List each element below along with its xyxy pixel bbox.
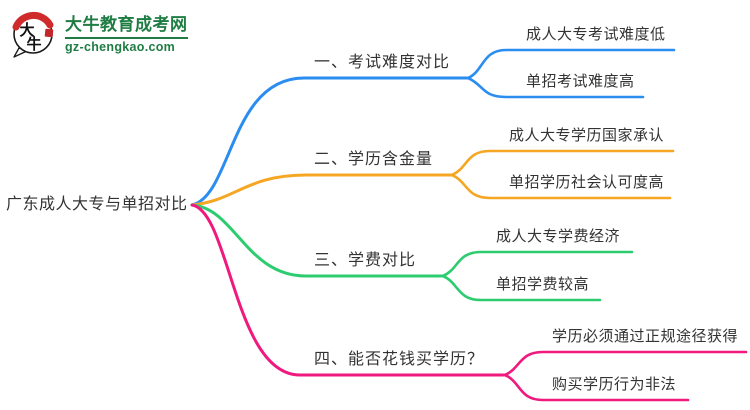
branch-node-buy-degree[interactable]: 四、能否花钱买学历？: [314, 351, 485, 368]
child-line-formal-channel: [503, 350, 748, 377]
branch-node-tuition[interactable]: 三、学费对比: [314, 252, 417, 269]
child-line-adult-exam-easy: [466, 48, 676, 80]
red-seal-icon: [44, 28, 54, 38]
logo-text-block: 大牛教育成考网 gz-chengkao.com: [65, 10, 188, 54]
branch-node-degree-value[interactable]: 二、学历含金量: [314, 151, 434, 168]
child-node-state-recognized[interactable]: 成人大专学历国家承认: [509, 127, 665, 144]
logo-char-niu: 牛: [26, 35, 41, 53]
daniu-logo-icon: 大 牛: [12, 11, 54, 58]
child-node-danzhao-exam-hard[interactable]: 单招考试难度高: [526, 73, 635, 90]
child-line-danzhao-exam-hard: [466, 76, 645, 99]
red-cap-arc: [12, 11, 54, 31]
child-line-state-recognized: [450, 149, 675, 177]
child-line-social-recognition: [450, 173, 672, 200]
branch-node-exam-difficulty[interactable]: 一、考试难度对比: [314, 54, 451, 71]
logo-char-da: 大: [19, 21, 34, 39]
child-line-buying-illegal: [503, 373, 690, 402]
branch-line-degree-value: [190, 173, 454, 207]
root-node[interactable]: 广东成人大专与单招对比: [6, 196, 188, 213]
branch-line-tuition: [190, 203, 445, 278]
child-node-danzhao-tuition-high[interactable]: 单招学费较高: [496, 276, 590, 293]
child-node-formal-channel[interactable]: 学历必须通过正规途径获得: [552, 328, 739, 345]
child-node-adult-tuition-economic[interactable]: 成人大专学费经济: [496, 228, 621, 245]
branch-line-exam-difficulty: [190, 76, 470, 207]
site-domain: gz-chengkao.com: [65, 40, 176, 54]
child-node-social-recognition[interactable]: 单招学历社会认可度高: [509, 174, 665, 191]
child-line-danzhao-tuition-high: [441, 274, 602, 302]
child-node-buying-illegal[interactable]: 购买学历行为非法: [552, 376, 677, 393]
branch-line-buy-degree: [190, 203, 507, 377]
site-logo[interactable]: 大 牛 大牛教育成考网 gz-chengkao.com: [10, 6, 188, 58]
site-name: 大牛教育成考网: [65, 10, 188, 39]
child-node-adult-exam-easy[interactable]: 成人大专考试难度低: [526, 26, 666, 43]
child-line-adult-tuition-economic: [441, 250, 634, 278]
